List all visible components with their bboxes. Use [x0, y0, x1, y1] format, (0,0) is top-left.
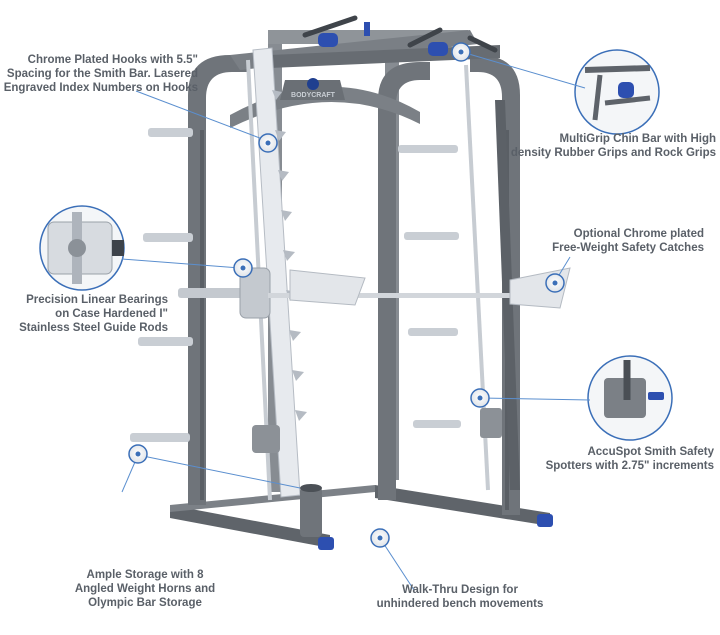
- callout-hooks-label: Chrome Plated Hooks with 5.5" Spacing fo…: [3, 53, 198, 95]
- callout-markers: [128, 42, 565, 548]
- bar-storage-post: [300, 484, 322, 537]
- callout-marker-icon[interactable]: [470, 388, 490, 408]
- leader-lines: [121, 51, 591, 591]
- callout-storage-label: Ample Storage with 8 Angled Weight Horns…: [45, 568, 245, 610]
- logo-badge: [307, 78, 319, 90]
- callout-marker-icon[interactable]: [128, 444, 148, 464]
- callout-text: Angled Weight Horns and: [74, 583, 216, 595]
- callout-text: unhindered bench movements: [376, 598, 544, 610]
- inset-chin-grip: [574, 49, 660, 135]
- callout-walkthru-label: Walk-Thru Design for unhindered bench mo…: [360, 583, 560, 611]
- callout-marker-icon[interactable]: [233, 258, 253, 278]
- inset-spotter: [587, 355, 673, 441]
- callout-catches-label: Optional Chrome plated Free-Weight Safet…: [520, 227, 704, 255]
- callout-marker-icon[interactable]: [370, 528, 390, 548]
- foot-cap: [537, 514, 553, 527]
- callout-text: Engraved Index Numbers on Hooks: [3, 82, 198, 94]
- base-frame: [170, 485, 553, 550]
- callout-text: Walk-Thru Design for: [402, 584, 518, 596]
- callout-text: AccuSpot Smith Safety: [587, 446, 714, 458]
- callout-marker-icon[interactable]: [545, 273, 565, 293]
- smith-bar: [178, 267, 571, 319]
- front-left-upright: [188, 55, 250, 505]
- callout-text: on Case Hardened I": [55, 308, 168, 320]
- callout-spotters-label: AccuSpot Smith Safety Spotters with 2.75…: [520, 445, 714, 473]
- callout-text: Chrome Plated Hooks with 5.5": [27, 54, 198, 66]
- callout-marker-icon[interactable]: [258, 133, 278, 153]
- foot-cap: [318, 537, 334, 550]
- chin-up-bar: [302, 15, 498, 56]
- callout-text: Stainless Steel Guide Rods: [19, 322, 168, 334]
- callout-text: density Rubber Grips and Rock Grips: [510, 147, 716, 159]
- safety-spotter-block: [480, 408, 502, 438]
- callout-text: Olympic Bar Storage: [88, 597, 202, 609]
- callout-marker-icon[interactable]: [451, 42, 471, 62]
- brand-logo: BODYCRAFT: [291, 92, 336, 99]
- callout-text: Spotters with 2.75" increments: [545, 460, 714, 472]
- weight-horns: [130, 128, 461, 442]
- callout-bearings-label: Precision Linear Bearings on Case Harden…: [0, 293, 168, 335]
- safety-spotter-block: [252, 425, 280, 453]
- callout-text: MultiGrip Chin Bar with High: [559, 133, 716, 145]
- callout-text: Ample Storage with 8: [86, 569, 204, 581]
- inset-bearing: [39, 205, 125, 291]
- callout-text: Free-Weight Safety Catches: [552, 242, 704, 254]
- callout-text: Spacing for the Smith Bar. Lasered: [6, 68, 198, 80]
- callout-chin-label: MultiGrip Chin Bar with High density Rub…: [480, 132, 716, 160]
- callout-text: Precision Linear Bearings: [26, 294, 168, 306]
- callout-text: Optional Chrome plated: [573, 228, 704, 240]
